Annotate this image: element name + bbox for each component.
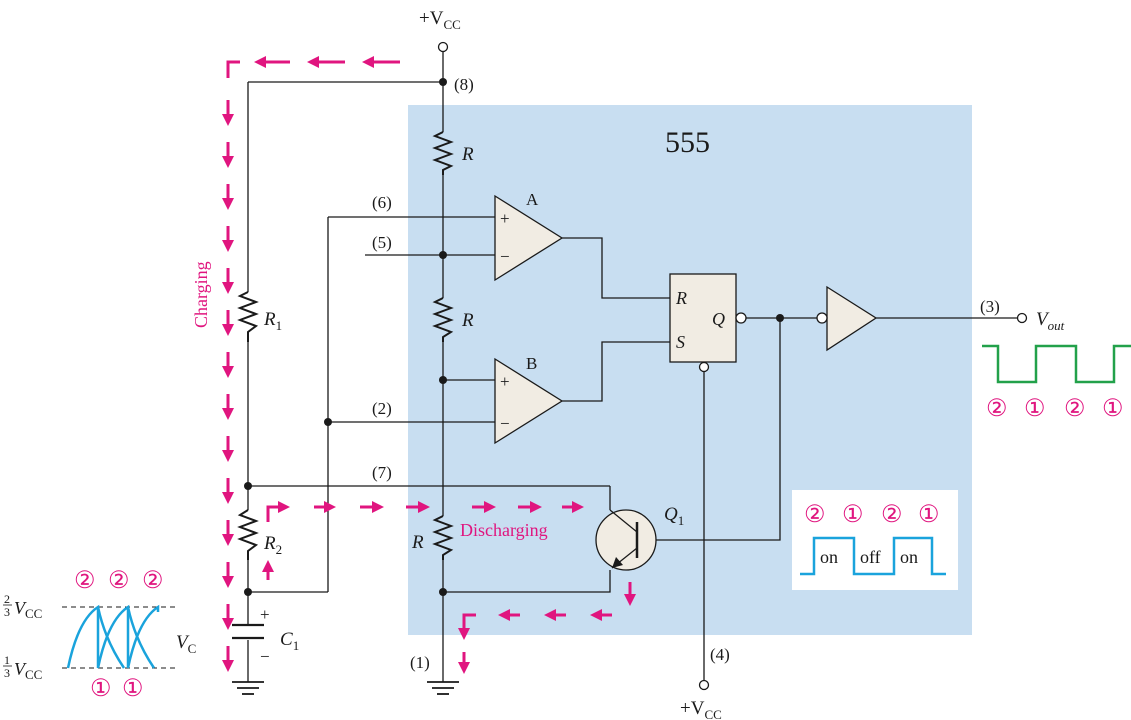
capacitor-c1-label: C1	[280, 629, 299, 653]
output-state-3: ②	[1064, 396, 1086, 422]
flip-flop-s-label: S	[676, 332, 685, 352]
q-bar-bubble	[735, 312, 747, 324]
resistor-mid	[432, 297, 454, 342]
resistor-r1	[237, 291, 259, 342]
resistor-r2	[237, 509, 259, 560]
pin-4-label: (4)	[710, 645, 730, 664]
pin-6-label: (6)	[372, 193, 392, 212]
cap-top-state-1: ②	[74, 568, 96, 594]
cap-bot-frac-den: 3	[4, 666, 10, 680]
inset-state-1: ②	[804, 502, 826, 528]
output-state-1: ②	[986, 396, 1008, 422]
pin-3-label: (3)	[980, 297, 1000, 316]
cap-top-state-2: ②	[108, 568, 130, 594]
vcc-bottom-terminal	[698, 679, 710, 691]
inset-state-2: ①	[842, 502, 864, 528]
inset-off: off	[860, 547, 881, 567]
pin-2-label: (2)	[372, 399, 392, 418]
resistor-top-label: R	[461, 144, 474, 165]
wires	[247, 52, 1018, 682]
inset-state-4: ①	[918, 502, 940, 528]
cap-top-state-3: ②	[142, 568, 164, 594]
vcc-top-terminal	[437, 41, 449, 53]
discharging-path-arrows	[262, 501, 636, 674]
cap-bottom-state-2: ①	[122, 676, 144, 702]
comparator-b-minus: −	[500, 414, 510, 433]
discharging-label: Discharging	[460, 520, 548, 540]
output-state-2: ①	[1024, 396, 1046, 422]
transistor-q1-label: Q1	[664, 504, 684, 528]
resistor-r1-label: R1	[263, 309, 282, 333]
comparator-b-plus: +	[500, 372, 510, 391]
output-state-4: ①	[1102, 396, 1124, 422]
output-waveform: ② ① ② ①	[982, 344, 1131, 422]
comparator-a	[494, 194, 564, 282]
resistor-r2-label: R2	[263, 533, 282, 557]
cap-bottom-state-1: ①	[90, 676, 112, 702]
ground-right-icon	[427, 681, 459, 695]
pin-5-label: (5)	[372, 233, 392, 252]
cap-top-vcc: VCC	[14, 598, 42, 621]
pin-7-label: (7)	[372, 463, 392, 482]
comparator-b	[494, 357, 564, 445]
charging-label: Charging	[191, 261, 211, 328]
capacitor-c1	[232, 623, 264, 640]
flip-flop-r-label: R	[675, 288, 687, 308]
transistor-q1	[595, 509, 657, 571]
resistor-bottom	[432, 515, 454, 560]
comparator-b-label: B	[526, 354, 537, 373]
resistor-bottom-label: R	[411, 532, 424, 553]
vcc-top-label: +VCC	[419, 8, 461, 32]
flip-flop	[669, 273, 737, 363]
vc-label: VC	[176, 632, 196, 656]
capacitor-minus: −	[260, 647, 270, 666]
pin-8-label: (8)	[454, 75, 474, 94]
capacitor-voltage-waveform: ② ② ② ① ① 2 3 VCC 1 3 VCC VC	[3, 568, 196, 702]
cap-bot-vcc: VCC	[14, 659, 42, 682]
resistor-mid-label: R	[461, 310, 474, 331]
inset-on-2: on	[900, 547, 918, 567]
vout-label: Vout	[1036, 309, 1065, 333]
reset-bubble	[698, 361, 710, 373]
transistor-state-inset: ② ① ② ① on off on	[792, 490, 958, 590]
output-terminal	[1016, 312, 1028, 324]
pin-1-label: (1)	[410, 653, 430, 672]
flip-flop-q-label: Q	[712, 309, 725, 329]
ground-left-icon	[232, 681, 264, 695]
vcc-bottom-label: +VCC	[680, 698, 722, 720]
junctions	[244, 78, 784, 596]
capacitor-plus: +	[260, 605, 270, 624]
inset-on-1: on	[820, 547, 838, 567]
chip-label: 555	[665, 126, 710, 159]
comparator-a-minus: −	[500, 247, 510, 266]
cap-top-frac-den: 3	[4, 605, 10, 619]
resistor-top	[432, 131, 454, 175]
comparator-a-plus: +	[500, 209, 510, 228]
cap-bot-frac-num: 1	[4, 653, 10, 667]
charging-path-arrows	[222, 56, 400, 672]
inset-state-3: ②	[881, 502, 903, 528]
comparator-a-label: A	[526, 190, 539, 209]
output-buffer	[816, 285, 878, 352]
cap-top-frac-num: 2	[4, 592, 10, 606]
